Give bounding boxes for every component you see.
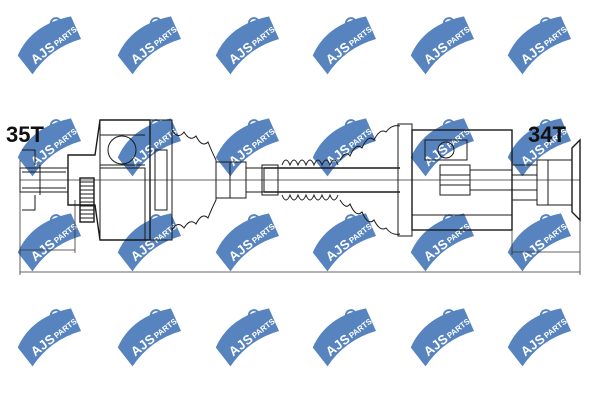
logo-wing-shape xyxy=(17,16,82,75)
logo-ring-mark xyxy=(247,119,260,132)
logo-wing-shape xyxy=(507,213,572,272)
logo-ring-mark xyxy=(539,214,552,227)
logo-ring-mark xyxy=(442,17,455,30)
logo-ring-mark xyxy=(442,309,455,322)
main-shaft-bar xyxy=(261,164,400,196)
logo-wing-shape xyxy=(410,118,475,177)
logo-ring-mark xyxy=(247,214,260,227)
logo-wing-shape xyxy=(507,118,572,177)
shaft-left-section xyxy=(215,161,265,199)
abs-ring xyxy=(79,177,95,223)
logo-wing-shape xyxy=(17,213,82,272)
middle-damper xyxy=(281,159,339,201)
right-teeth-count-label: 34T xyxy=(528,122,566,147)
logo-ring-mark xyxy=(49,214,62,227)
right-spline-stub xyxy=(511,138,581,222)
logo-ring-mark xyxy=(344,214,357,227)
logo-wing-shape xyxy=(215,308,280,367)
logo-wing-shape xyxy=(215,16,280,75)
logo-ring-mark xyxy=(344,309,357,322)
logo-wing-shape xyxy=(312,16,377,75)
logo-wing-shape xyxy=(17,308,82,367)
logo-ring-mark xyxy=(49,309,62,322)
logo-ring-mark xyxy=(442,214,455,227)
logo-wing-shape xyxy=(117,213,182,272)
logo-wing-shape xyxy=(507,308,572,367)
logo-ring-mark xyxy=(539,309,552,322)
logo-ring-mark xyxy=(539,17,552,30)
logo-wing-shape xyxy=(312,213,377,272)
logo-wing-shape xyxy=(410,308,475,367)
logo-ring-mark xyxy=(344,119,357,132)
logo-ring-mark xyxy=(247,309,260,322)
outer-cv-joint xyxy=(67,119,173,241)
logo-wing-shape xyxy=(410,16,475,75)
logo-ring-mark xyxy=(149,214,162,227)
logo-wing-shape xyxy=(507,16,572,75)
logo-ring-mark xyxy=(247,17,260,30)
logo-ring-mark xyxy=(149,119,162,132)
logo-wing-shape xyxy=(410,213,475,272)
logo-ring-mark xyxy=(149,309,162,322)
logo-ring-mark xyxy=(539,119,552,132)
logo-wing-shape xyxy=(312,308,377,367)
logo-wing-shape xyxy=(117,16,182,75)
logo-ring-mark xyxy=(49,119,62,132)
logo-ring-mark xyxy=(49,17,62,30)
left-teeth-count-label: 35T xyxy=(6,122,44,147)
logo-wing-shape xyxy=(215,213,280,272)
drive-shaft-drawing xyxy=(19,119,581,275)
logo-ring-mark xyxy=(442,119,455,132)
logo-wing-shape xyxy=(17,118,82,177)
logo-ring-mark xyxy=(149,17,162,30)
logo-wing-shape xyxy=(117,308,182,367)
logo-ring-mark xyxy=(344,17,357,30)
